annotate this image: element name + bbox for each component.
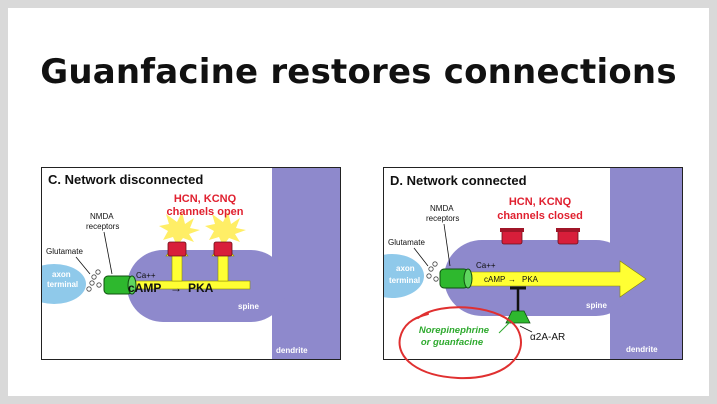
vesicle [91, 274, 97, 280]
panel-heading: C. Network disconnected [48, 172, 203, 187]
spine-label: spine [586, 301, 607, 310]
channel-label-line2: channels open [166, 206, 243, 218]
axon-label-line2: terminal [389, 276, 420, 285]
hcn-channel-closed-2 [557, 229, 579, 245]
nmda-label-line1: NMDA [430, 204, 454, 213]
calcium-label: Ca++ [476, 261, 496, 270]
spine-label: spine [238, 302, 259, 311]
channel-label-line1: HCN, KCNQ [174, 193, 237, 205]
channel-cap [556, 228, 580, 232]
axon-terminal [42, 264, 86, 304]
vesicle [432, 261, 438, 267]
slide-title: Guanfacine restores connections [40, 52, 677, 92]
calcium-label: Ca++ [136, 271, 156, 280]
vesicle [433, 276, 439, 282]
camp-label: cAMP [128, 281, 161, 295]
axon-label-line1: axon [396, 264, 415, 273]
diagram-connected: dendrite spine axon terminal Glutamate N… [384, 168, 682, 359]
axon-label-line2: terminal [47, 280, 78, 289]
pka-label: PKA [522, 275, 539, 284]
nmda-label-line2: receptors [86, 222, 119, 231]
nmda-receptor-end [463, 268, 473, 289]
glutamate-pointer [413, 247, 429, 267]
diagram-disconnected: dendrite spine axon terminal Glutamate N… [42, 168, 340, 359]
vesicle [86, 286, 92, 292]
camp-pka-arrow: → [170, 281, 182, 295]
dendrite-shape [272, 168, 340, 359]
glutamate-label: Glutamate [388, 238, 425, 247]
dendrite-label: dendrite [626, 345, 658, 354]
pka-label: PKA [188, 281, 214, 295]
drug-label-line2: or guanfacine [421, 337, 484, 348]
camp-label: cAMP [484, 275, 505, 284]
receptor-label: α2A-AR [530, 332, 565, 343]
dendrite-label: dendrite [276, 346, 308, 355]
vesicle [426, 273, 432, 279]
nmda-label-line2: receptors [426, 214, 459, 223]
nmda-pointer [443, 223, 451, 267]
nmda-pointer [103, 231, 113, 275]
vesicle [95, 269, 101, 275]
hcn-channel-open-1 [167, 241, 187, 257]
hcn-channel-open-2 [213, 241, 233, 257]
channel-cap [500, 228, 524, 232]
axon-terminal [384, 254, 424, 298]
channel-open-glow [205, 212, 246, 246]
glutamate-label: Glutamate [46, 247, 83, 256]
receptor-pointer [519, 325, 533, 333]
nmda-receptor-end [127, 275, 137, 295]
vesicle [428, 266, 434, 272]
channel-open-glow [159, 212, 200, 246]
nmda-label-line1: NMDA [90, 212, 114, 221]
channel-label-line2: channels closed [497, 210, 583, 222]
vesicle [96, 282, 102, 288]
hcn-channel-closed-1 [501, 229, 523, 245]
glutamate-pointer [75, 256, 91, 275]
panel-network-connected: dendrite spine axon terminal Glutamate N… [383, 167, 683, 360]
drug-label-line1: Norepinephrine [419, 325, 490, 336]
panel-heading: D. Network connected [390, 173, 527, 188]
drug-pointer [498, 321, 511, 334]
vesicle [89, 280, 95, 286]
panel-network-disconnected: dendrite spine axon terminal Glutamate N… [41, 167, 341, 360]
signal-arrow [461, 260, 647, 298]
camp-pka-arrow: → [508, 275, 516, 284]
axon-label-line1: axon [52, 270, 71, 279]
channel-label-line1: HCN, KCNQ [509, 196, 572, 208]
